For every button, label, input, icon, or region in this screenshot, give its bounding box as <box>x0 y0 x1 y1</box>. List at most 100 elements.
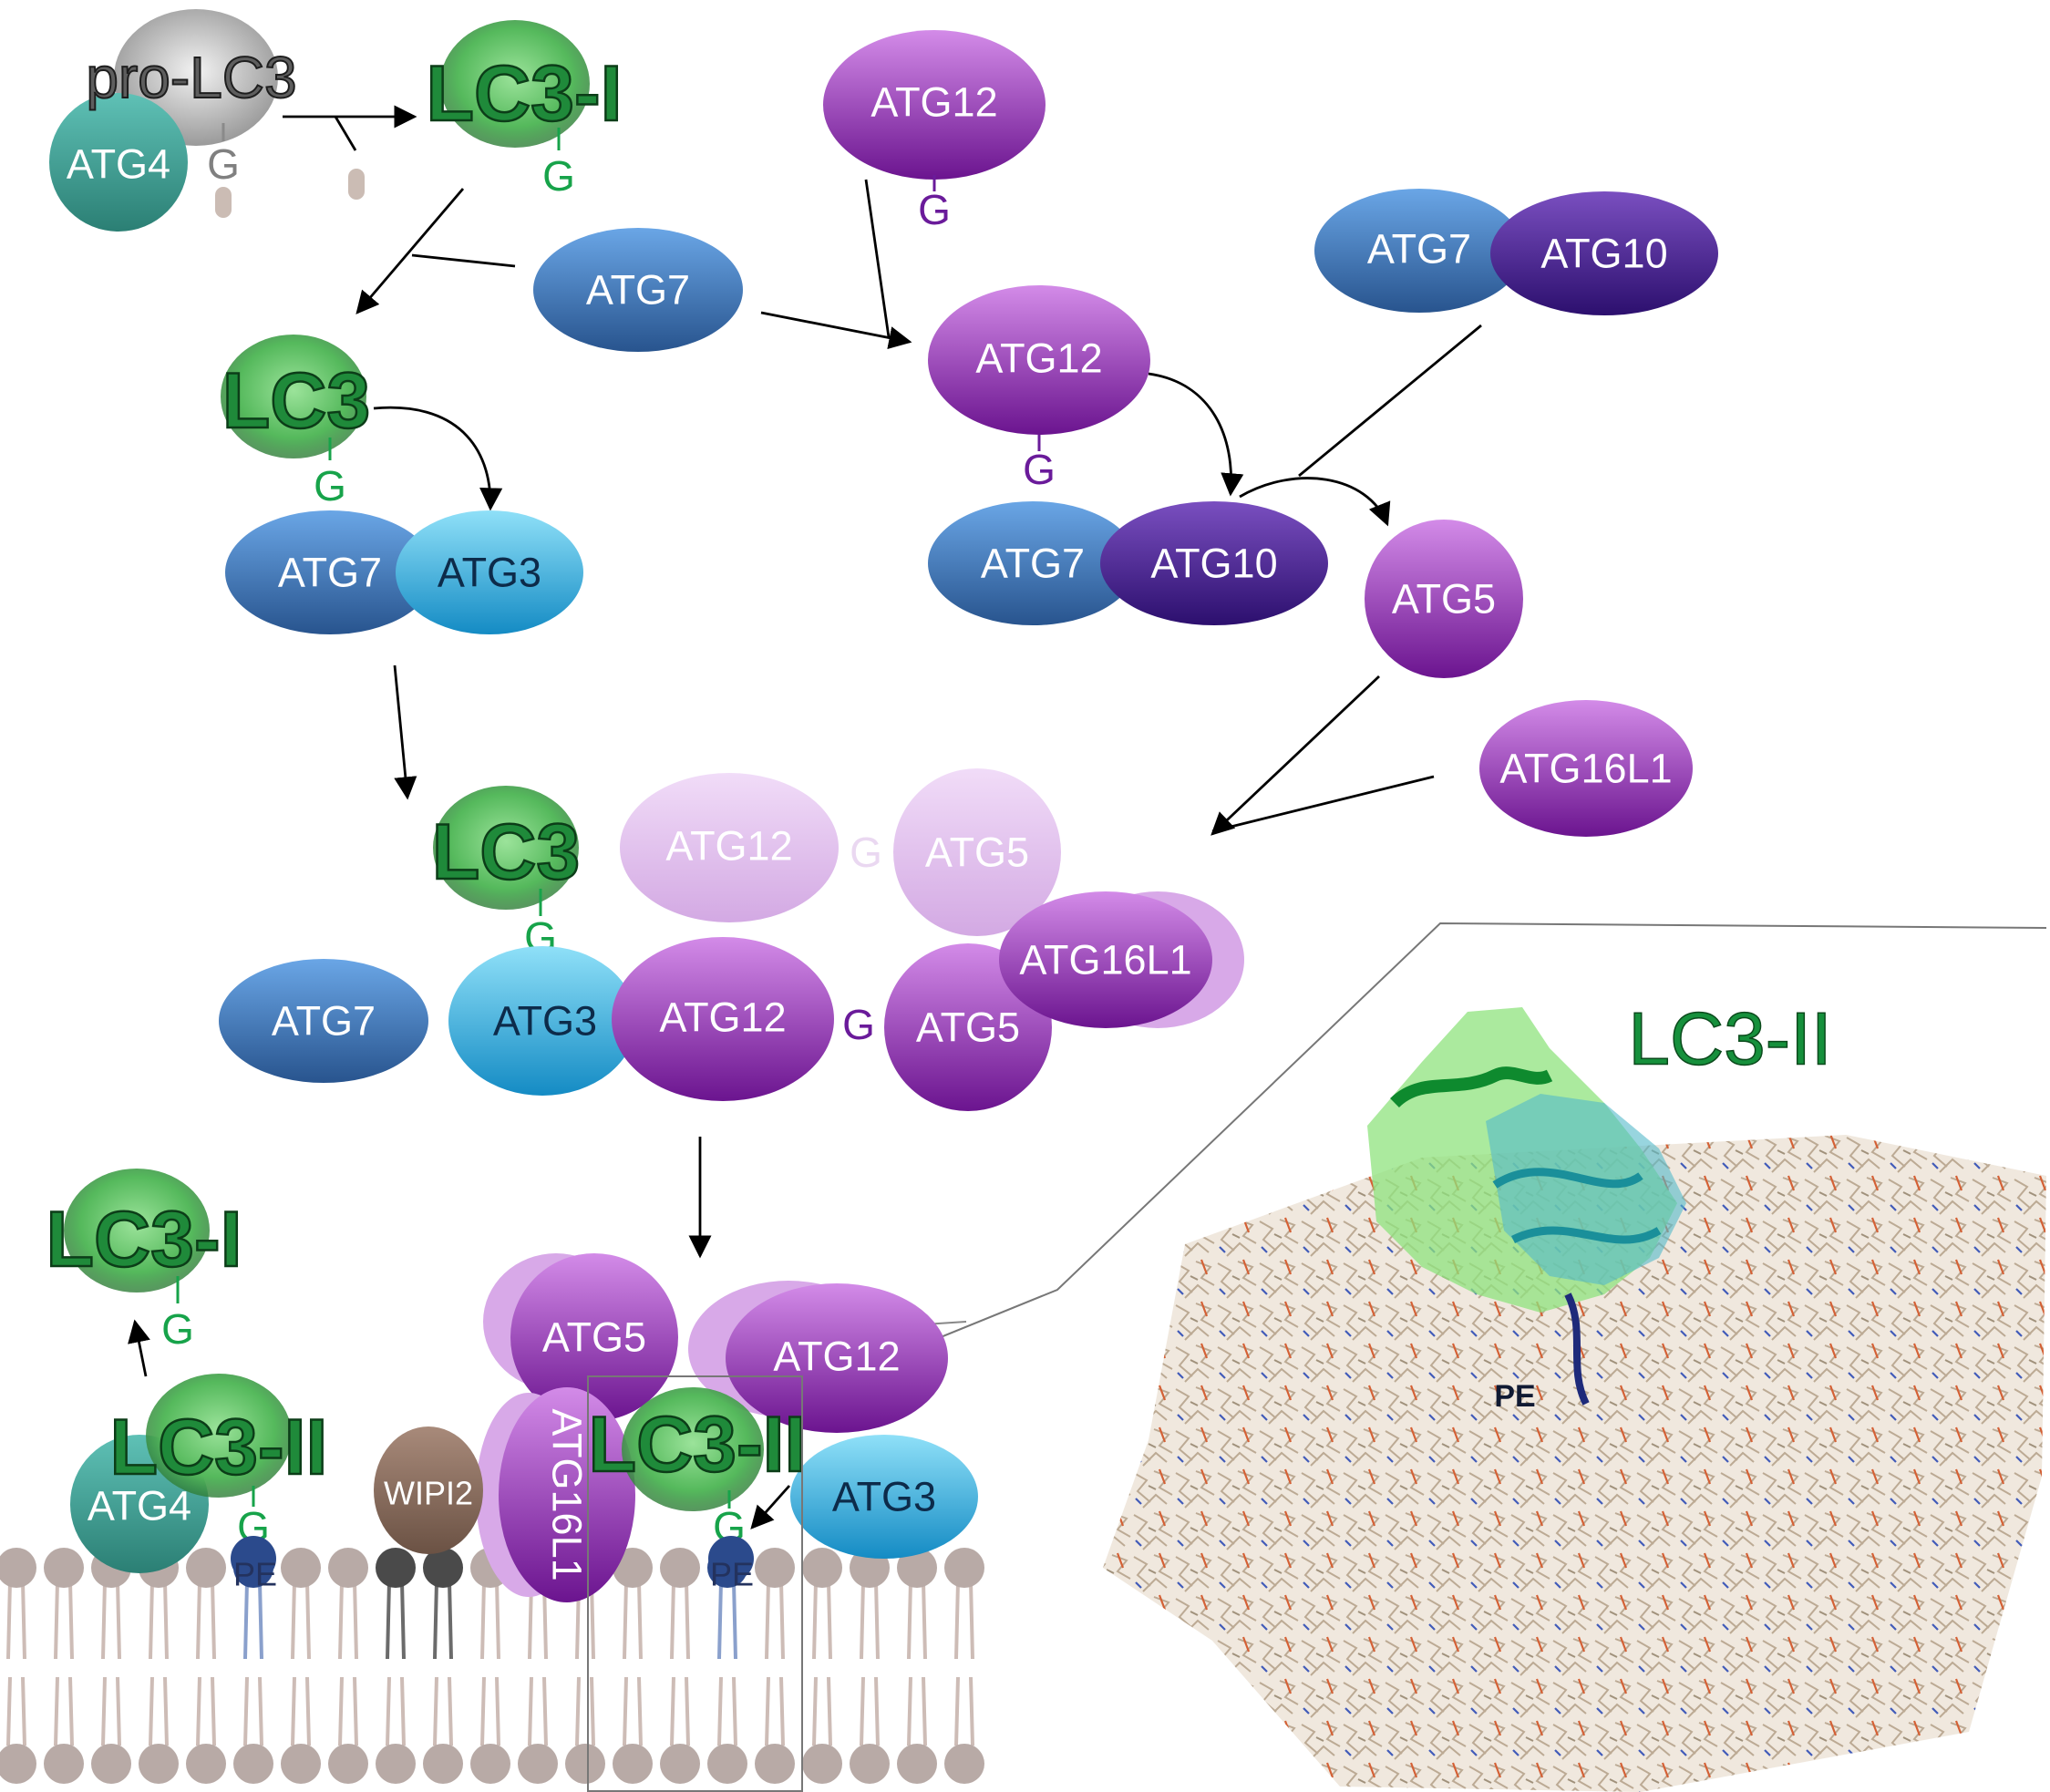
lc3-ii-title: LC3-II <box>110 1404 328 1491</box>
lipid-tails <box>6 1581 974 1746</box>
lc3-ii-title: LC3-II <box>589 1401 807 1488</box>
lipid-head <box>707 1744 747 1784</box>
lipid-head <box>755 1548 795 1588</box>
atg7-node <box>533 228 743 352</box>
atg10-label: ATG10 <box>1150 541 1277 587</box>
atg16l1-node <box>499 1387 635 1602</box>
atg12-node <box>726 1283 948 1433</box>
lipid-head <box>0 1548 36 1588</box>
lipid-head <box>44 1548 84 1588</box>
atg7-label: ATG7 <box>981 541 1085 587</box>
lipid-head <box>281 1744 321 1784</box>
lipid-head <box>944 1548 984 1588</box>
g-residue-atg12-atg5: G <box>842 1001 875 1048</box>
atg3-label: ATG3 <box>493 998 597 1045</box>
g-residue-lc3-i-bottom: G <box>161 1305 194 1353</box>
lipid-head <box>423 1548 463 1588</box>
lc3-ii-structure <box>622 1387 764 1511</box>
membrane-bilayer <box>0 1548 984 1784</box>
zoom-connector-line <box>911 922 2047 1350</box>
atg4-label: ATG4 <box>88 1483 191 1529</box>
atg7-node <box>1314 189 1524 313</box>
lipid-head <box>802 1548 842 1588</box>
atg10-node <box>1490 191 1718 315</box>
lipid-heads <box>0 1548 984 1784</box>
lc3-i-structure <box>440 20 590 148</box>
g-residue-atg12: G <box>918 186 951 233</box>
lipid-head <box>233 1744 273 1784</box>
lipid-head <box>376 1744 416 1784</box>
atg12-label: ATG12 <box>870 79 997 126</box>
atg7-node <box>225 510 435 634</box>
atg5-node <box>510 1253 678 1421</box>
atg16l1-label: ATG16L1 <box>544 1408 591 1581</box>
atg5-ghost-label: ATG5 <box>925 829 1029 876</box>
lipid-head <box>186 1744 226 1784</box>
atg12-ghost-label: ATG12 <box>665 823 792 870</box>
lipid-head <box>897 1548 937 1588</box>
atg16l1-label: ATG16L1 <box>1499 746 1672 792</box>
lipid-head <box>281 1548 321 1588</box>
atg10-label: ATG10 <box>1540 231 1667 277</box>
lipid-head <box>423 1744 463 1784</box>
atg12-ghost-node <box>620 773 839 922</box>
atg7-node <box>928 501 1138 625</box>
lc3-structure <box>221 335 366 458</box>
wipi2-label: WIPI2 <box>384 1475 473 1512</box>
atg12-node <box>928 285 1150 435</box>
atg7-label: ATG7 <box>278 550 382 596</box>
lipid-head <box>518 1744 558 1784</box>
wipi2-node <box>374 1426 483 1554</box>
lipid-head <box>755 1744 795 1784</box>
atg12-label: ATG12 <box>975 335 1102 382</box>
atg10-node <box>1100 501 1328 625</box>
lipid-head <box>470 1744 510 1784</box>
zoom-box <box>587 1375 803 1792</box>
lipid-head <box>850 1744 890 1784</box>
atg4-label: ATG4 <box>67 141 170 188</box>
lc3-ii-membrane-model: PE LC3-II <box>1103 997 2046 1792</box>
atg7-node <box>219 959 428 1083</box>
atg3-label: ATG3 <box>832 1474 936 1520</box>
lc3-i-structure <box>64 1169 210 1293</box>
atg12-label: ATG12 <box>659 994 786 1041</box>
atg7-label: ATG7 <box>586 267 690 314</box>
atg5-node <box>1365 520 1523 678</box>
g-residue-pro: G <box>207 140 240 188</box>
atg5-label: ATG5 <box>916 1004 1020 1051</box>
atg5-label: ATG5 <box>542 1314 646 1361</box>
lc3-title: LC3 <box>222 357 370 445</box>
g-residue-atg12-complex: G <box>1023 446 1056 493</box>
lc3-ii-structure <box>146 1374 292 1498</box>
lipid-head <box>139 1744 179 1784</box>
atg5-ghost-node <box>893 768 1061 936</box>
lipid-head <box>186 1548 226 1588</box>
atg3-label: ATG3 <box>438 550 541 596</box>
atg3-node <box>448 946 636 1096</box>
g-residue-lc3-i: G <box>542 152 575 200</box>
atg7-label: ATG7 <box>1367 226 1471 273</box>
atg12-label: ATG12 <box>773 1334 900 1380</box>
atg16l1-label: ATG16L1 <box>1019 937 1191 984</box>
g-residue-lc3: G <box>314 462 346 510</box>
lipid-head <box>660 1548 700 1588</box>
lipid-head <box>944 1744 984 1784</box>
atg12-node <box>823 30 1046 180</box>
lipid-head <box>613 1744 653 1784</box>
lipid-head <box>897 1744 937 1784</box>
lipid-head <box>376 1548 416 1588</box>
atg12-node <box>612 937 834 1101</box>
pe-label: PE <box>233 1556 277 1593</box>
g-residue-ghost: G <box>850 829 882 876</box>
lipid-head <box>802 1744 842 1784</box>
lc3-structure <box>433 786 579 910</box>
lc3-i-title: LC3-I <box>427 50 623 138</box>
lipid-head <box>565 1744 605 1784</box>
atg3-node <box>790 1435 978 1559</box>
lipid-head <box>613 1548 653 1588</box>
atg16l1-node <box>1479 700 1693 837</box>
atg4-node <box>49 93 188 232</box>
lc3-title: LC3 <box>432 808 580 896</box>
lipid-head <box>0 1744 36 1784</box>
lipid-head <box>328 1548 368 1588</box>
